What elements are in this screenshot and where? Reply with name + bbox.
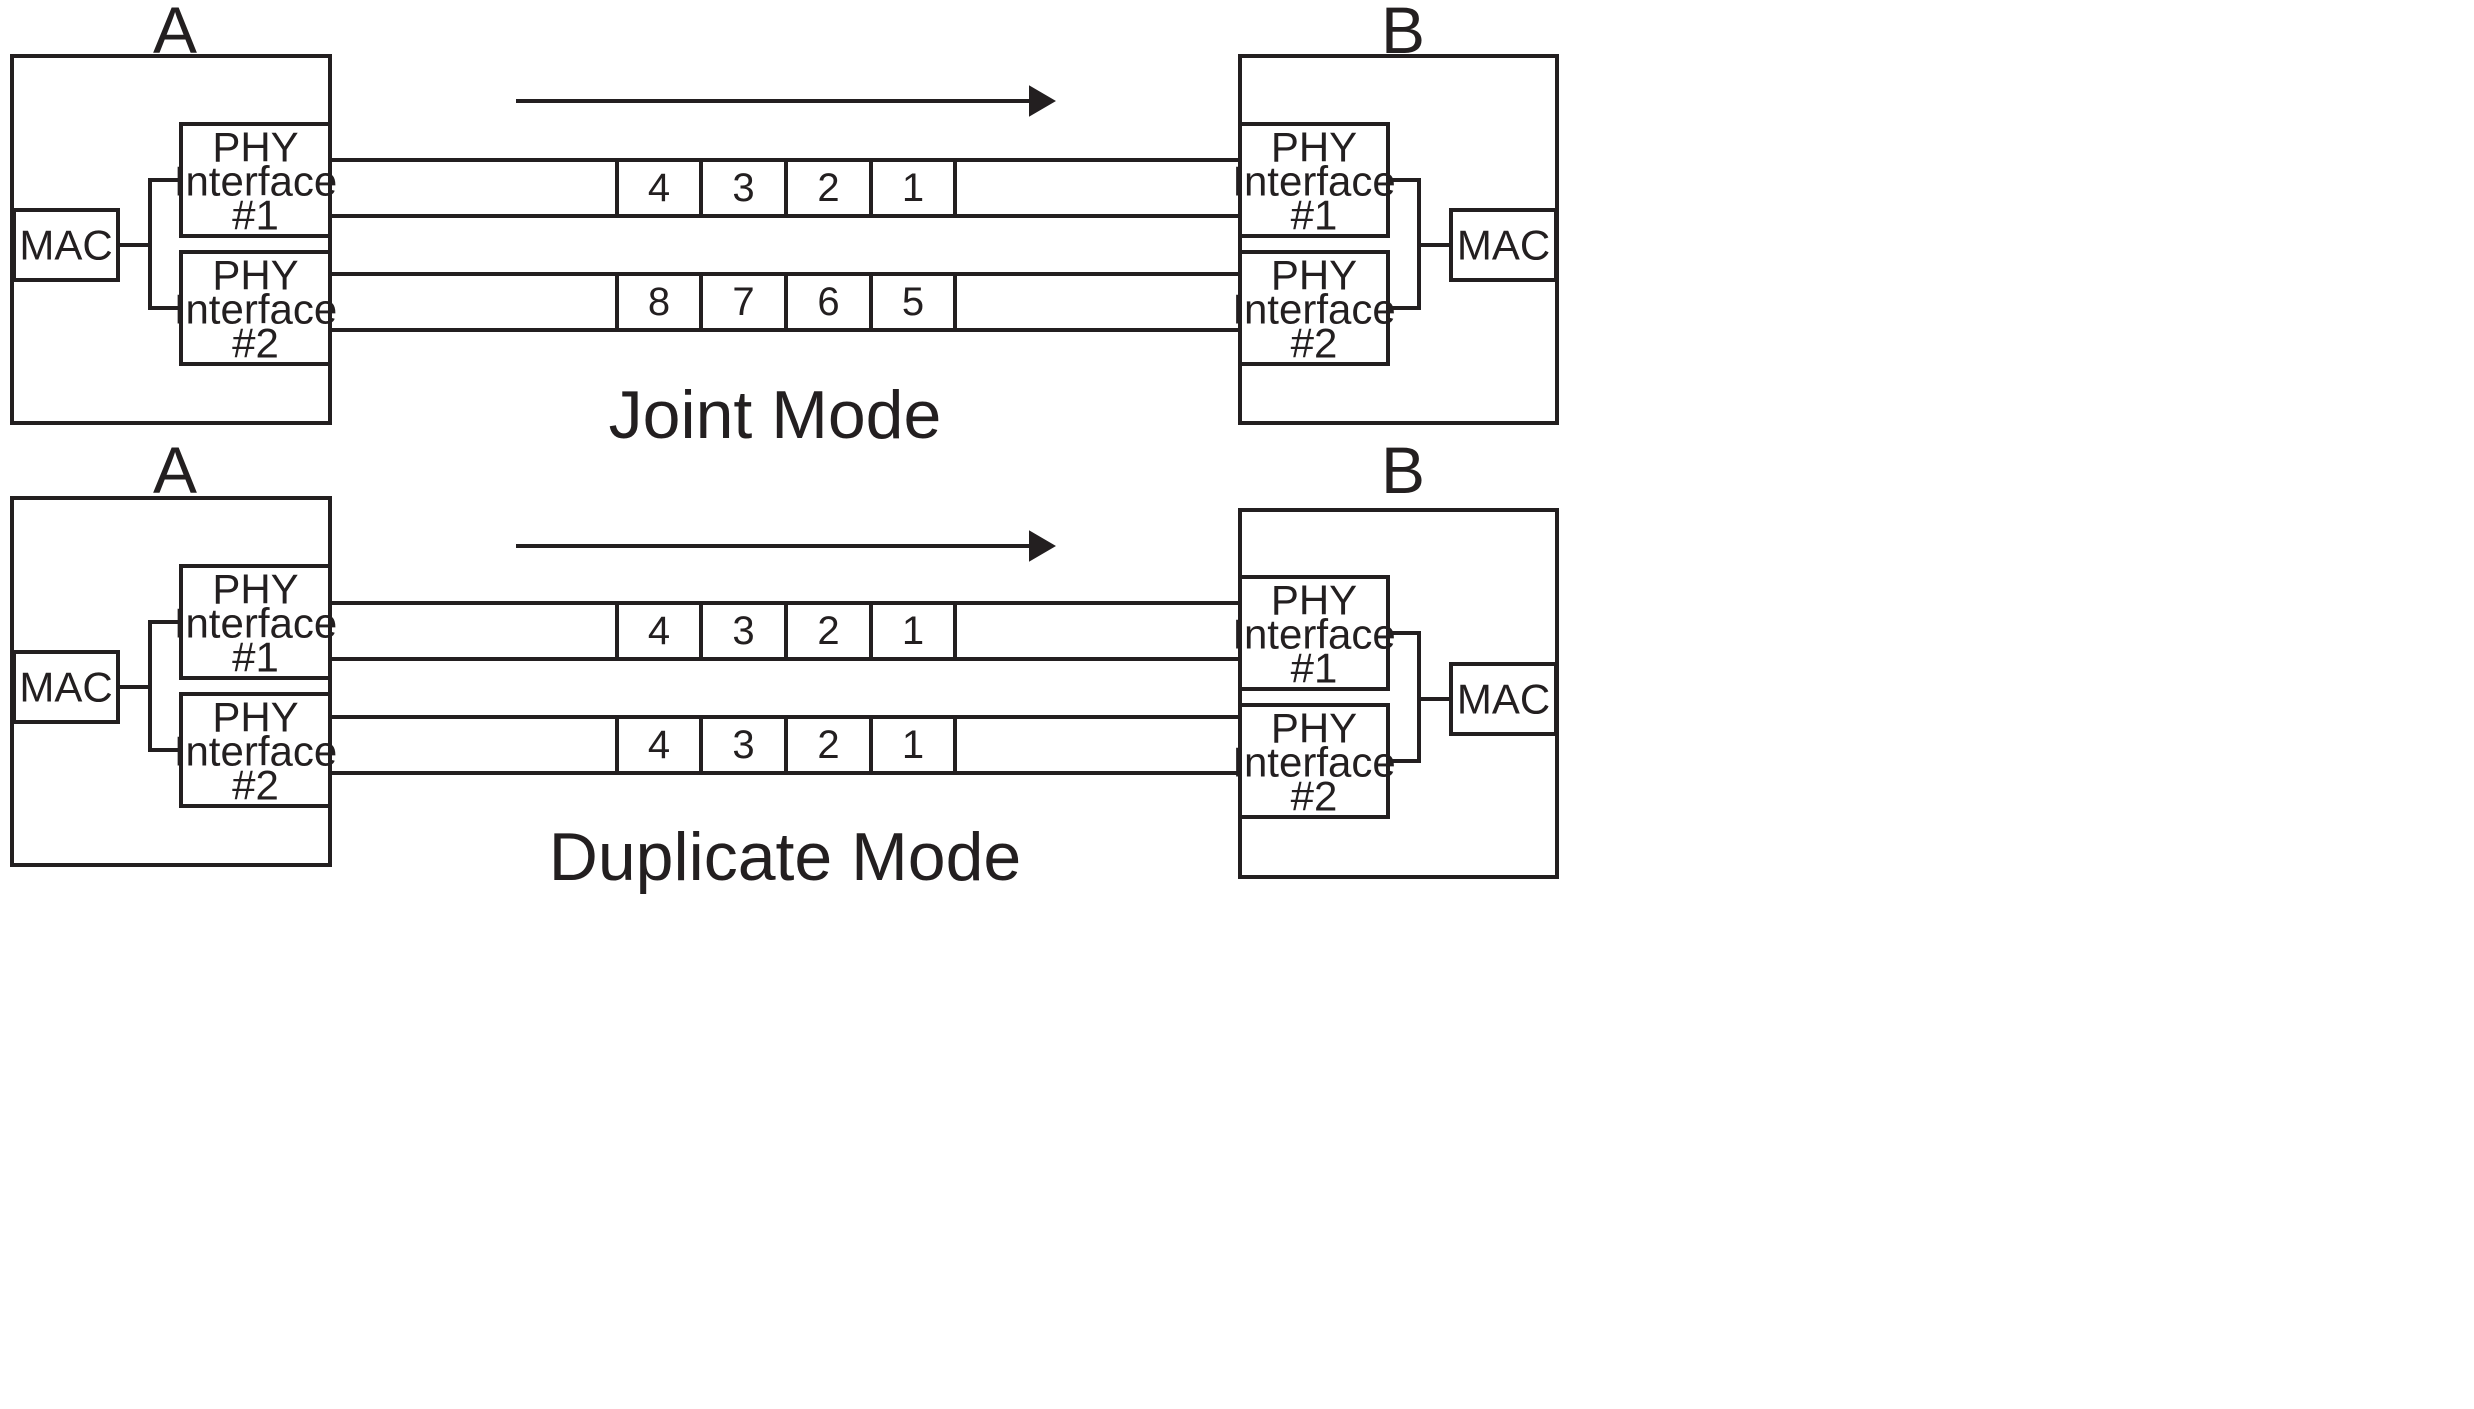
receiver-phy-2-box	[1238, 250, 1390, 366]
packet-cell	[869, 601, 957, 661]
packet-cell-label: 3	[732, 723, 754, 767]
mode-caption: Duplicate Mode	[549, 819, 1021, 895]
packet-cell-label: 7	[732, 280, 754, 324]
receiver-phy-2-label-1: PHY	[1271, 705, 1357, 752]
sender-mac-label: MAC	[19, 222, 112, 269]
packet-cell-label: 2	[817, 723, 839, 767]
sender-phy-bracket	[148, 178, 181, 310]
packet-cell-label: 8	[648, 280, 670, 324]
receiver-mac-label: MAC	[1457, 676, 1550, 723]
direction-arrow-head	[1029, 530, 1056, 562]
packet-cell-label: 3	[732, 166, 754, 210]
receiver-mac-label: MAC	[1457, 222, 1550, 269]
packet-cell	[869, 272, 957, 332]
mode-caption: Joint Mode	[609, 377, 942, 453]
receiver-phy-1-label-1: PHY	[1271, 577, 1357, 624]
packet-cell	[869, 158, 957, 218]
sender-phy-2-label-2: Interface	[174, 728, 337, 775]
receiver-phy-2-label-3: #2	[1291, 773, 1338, 820]
sender-phy-2-label-1: PHY	[212, 252, 298, 299]
packet-cell-label: 4	[648, 166, 670, 210]
sender-phy-1-box	[179, 564, 332, 680]
sender-phy-2-box	[179, 250, 332, 366]
packet-cell-label: 3	[732, 609, 754, 653]
sender-phy-1-label-1: PHY	[212, 566, 298, 613]
receiver-phy-1-label-1: PHY	[1271, 124, 1357, 171]
packet-cell-label: 5	[902, 280, 924, 324]
sender-phy-2-label-1: PHY	[212, 694, 298, 741]
packet-cell-label: 1	[902, 723, 924, 767]
receiver-phy-1-label-2: Interface	[1232, 158, 1395, 205]
sender-mac-box	[12, 208, 120, 282]
packet-cell-label: 2	[817, 609, 839, 653]
packet-cell	[869, 715, 957, 775]
sender-phy-bracket	[148, 620, 181, 752]
sender-phy-1-label-2: Interface	[174, 158, 337, 205]
packet-cell-label: 1	[902, 609, 924, 653]
packet-cell-label: 6	[817, 280, 839, 324]
sender-phy-2-label-2: Interface	[174, 286, 337, 333]
packet-cell-label: 4	[648, 609, 670, 653]
sender-phy-1-label-3: #1	[232, 634, 279, 681]
receiver-label: B	[1381, 433, 1425, 507]
receiver-phy-1-label-2: Interface	[1232, 611, 1395, 658]
sender-phy-2-label-3: #2	[232, 762, 279, 809]
packet-cell-label: 2	[817, 166, 839, 210]
sender-mac-label: MAC	[19, 664, 112, 711]
sender-phy-2-box	[179, 692, 332, 808]
sender-label: A	[153, 433, 197, 507]
receiver-phy-1-box	[1238, 122, 1390, 238]
packet-cell	[699, 158, 788, 218]
receiver-phy-1-label-3: #1	[1291, 192, 1338, 239]
packet-cell-label: 1	[902, 166, 924, 210]
sender-phy-2-label-3: #2	[232, 320, 279, 367]
receiver-phy-2-label-1: PHY	[1271, 252, 1357, 299]
receiver-phy-2-label-2: Interface	[1232, 286, 1395, 333]
packet-cell	[699, 715, 788, 775]
sender-phy-1-label-3: #1	[232, 192, 279, 239]
receiver-phy-2-label-3: #2	[1291, 320, 1338, 367]
sender-phy-1-label-2: Interface	[174, 600, 337, 647]
packet-cell	[784, 158, 873, 218]
packet-cell-label: 4	[648, 723, 670, 767]
direction-arrow-head	[1029, 85, 1056, 117]
receiver-phy-2-label-2: Interface	[1232, 739, 1395, 786]
sender-phy-1-label-1: PHY	[212, 124, 298, 171]
packet-cell	[699, 272, 788, 332]
receiver-mac-box	[1449, 208, 1558, 282]
receiver-phy-1-label-3: #1	[1291, 645, 1338, 692]
packet-cell	[615, 601, 703, 661]
